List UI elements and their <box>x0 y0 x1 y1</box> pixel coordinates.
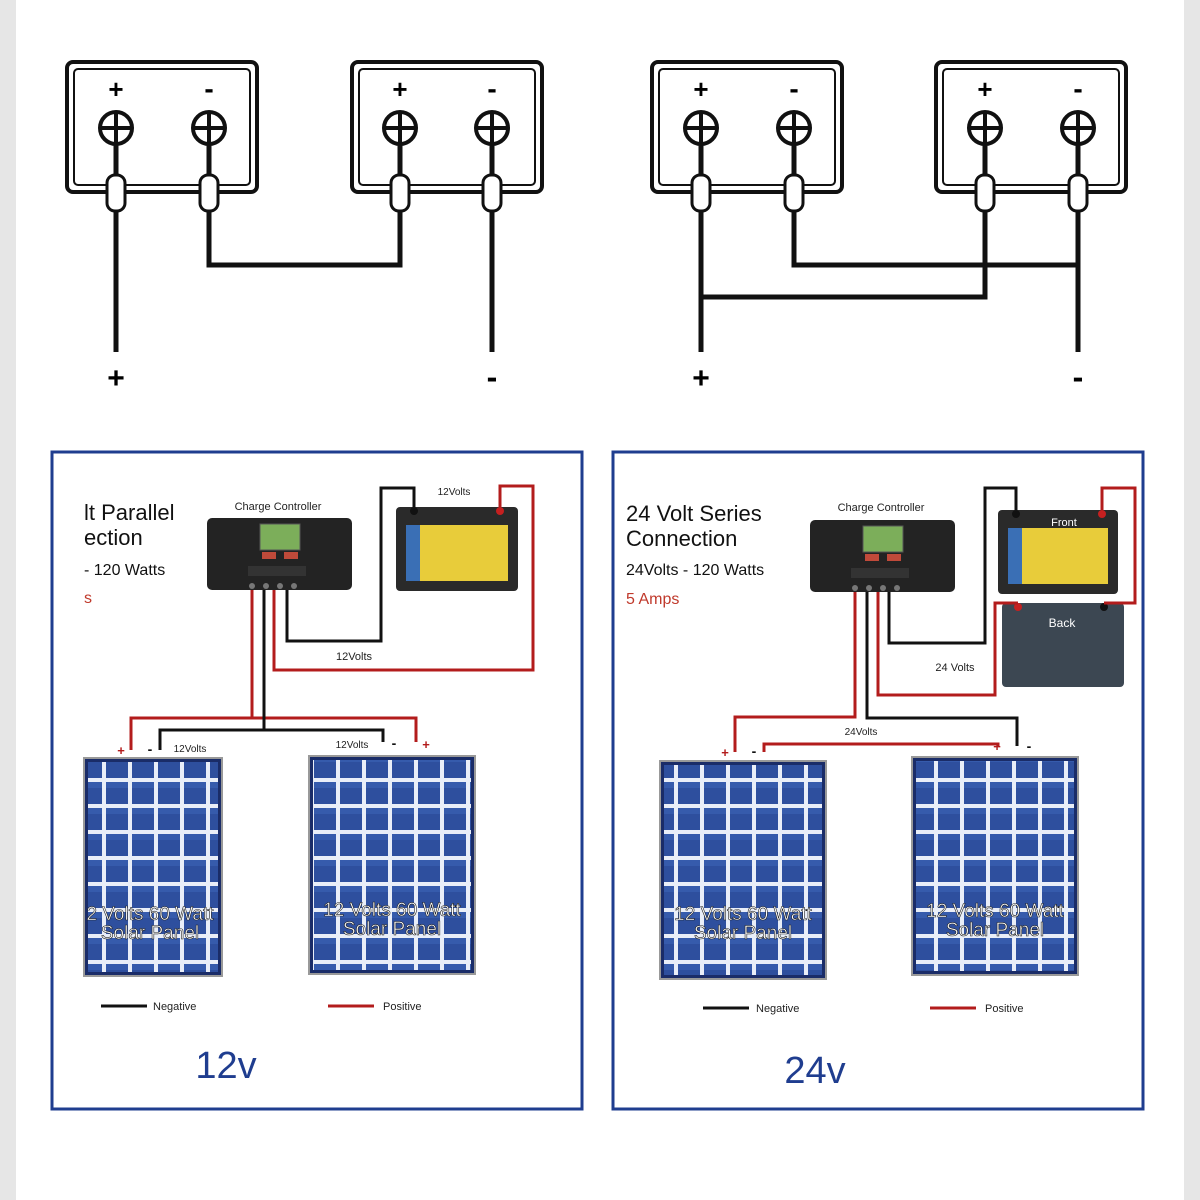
top-left-diagram: + - + - <box>65 60 544 395</box>
right-panel-wire-label: 12Volts <box>336 740 369 751</box>
left-panel-positive-mark: + <box>117 743 125 758</box>
controller-battery-wire-label: 24 Volts <box>935 662 975 674</box>
output-minus-label: - <box>1073 359 1084 395</box>
legend-positive-label: Positive <box>383 1001 422 1013</box>
battery-12v <box>396 507 518 591</box>
right-panel-positive-mark: + <box>993 739 1001 754</box>
battery-terminal-negative <box>1060 110 1096 146</box>
panel-12v-title-line1: lt Parallel <box>84 500 174 525</box>
battery-back-label: Back <box>1049 616 1077 630</box>
panel-24v-footer: 24v <box>784 1050 845 1092</box>
legend-12v: Negative Positive <box>101 1001 422 1013</box>
battery-back: Back <box>1002 603 1124 687</box>
battery-terminal-negative <box>474 110 510 146</box>
top-left-battery-2: + - <box>350 60 544 194</box>
right-panel-negative-mark: - <box>392 735 397 751</box>
top-right-diagram: + - + - <box>650 60 1128 395</box>
battery-terminal-positive <box>98 110 134 146</box>
battery-plus-label: + <box>108 74 123 104</box>
controller-battery-wires <box>876 486 1137 697</box>
battery-terminal-positive <box>382 110 418 146</box>
panel-24v-title-line1: 24 Volt Series <box>626 501 762 526</box>
top-right-wires <box>698 144 1081 352</box>
panel-12v-title-line2: ection <box>84 525 143 550</box>
legend-negative-label: Negative <box>756 1003 799 1015</box>
panel-12v-watts: - 120 Watts <box>84 562 165 579</box>
top-left-battery-1: + - <box>65 60 259 194</box>
left-edge-strip <box>0 0 16 1200</box>
panel-24v-amps: 5 Amps <box>626 591 679 608</box>
controller-panel-wires <box>733 592 1019 752</box>
solar-panel-left: 12 Volts 60 Watt Solar Panel <box>659 760 827 980</box>
battery-front: Front <box>998 510 1118 594</box>
solar-panel-label-line2: Solar Panel <box>946 920 1044 941</box>
output-plus-label: + <box>107 362 125 395</box>
charge-controller <box>810 520 955 592</box>
panel-24v-title-line2: Connection <box>626 526 737 551</box>
controller-battery-wire-label: 12Volts <box>336 651 373 663</box>
panel-12v-footer: 12v <box>195 1045 256 1087</box>
battery-front-label: Front <box>1051 517 1077 529</box>
top-right-battery-2: + - <box>934 60 1128 194</box>
battery-plus-label: + <box>392 74 407 104</box>
battery-terminal-positive <box>683 110 719 146</box>
output-plus-label: + <box>692 362 710 395</box>
legend-24v: Negative Positive <box>703 1003 1024 1015</box>
controller-battery-wires <box>272 484 535 672</box>
solar-panel-label-line1: 12 Volts 60 Watt <box>674 904 812 925</box>
solar-panel-right: 12 Volts 60 Watt Solar Panel <box>308 755 476 975</box>
legend-negative-label: Negative <box>153 1001 196 1013</box>
right-edge-strip <box>1184 0 1200 1200</box>
solar-panel-label-line1: 12 Volts 60 Watt <box>323 900 461 921</box>
solar-panel-left: 2 Volts 60 Watt Solar Panel <box>83 757 223 977</box>
panel-12v-amps: s <box>84 590 92 607</box>
legend-positive-label: Positive <box>985 1003 1024 1015</box>
charge-controller-label: Charge Controller <box>235 501 322 513</box>
panel-wire-label: 24Volts <box>845 727 878 738</box>
solar-panel-label-line2: Solar Panel <box>694 923 792 944</box>
battery-plus-label: + <box>977 74 992 104</box>
battery-voltage-label: 12Volts <box>438 487 471 498</box>
right-panel-positive-mark: + <box>422 737 430 752</box>
left-panel-positive-mark: + <box>721 745 729 760</box>
panel-24v: 24 Volt Series Connection 24Volts - 120 … <box>611 450 1145 1111</box>
panel-24v-watts: 24Volts - 120 Watts <box>626 562 764 579</box>
top-left-wires <box>113 144 495 352</box>
right-panel-negative-mark: - <box>1027 738 1032 754</box>
controller-panel-wires <box>129 590 418 750</box>
charge-controller <box>207 518 352 590</box>
solar-panel-right: 12 Volts 60 Watt Solar Panel <box>911 756 1079 976</box>
solar-panel-label-line1: 12 Volts 60 Watt <box>926 901 1064 922</box>
left-panel-negative-mark: - <box>752 743 757 759</box>
charge-controller-label: Charge Controller <box>838 502 925 514</box>
panel-12v: lt Parallel ection - 120 Watts s Charge … <box>50 450 584 1111</box>
battery-minus-label: - <box>487 73 496 104</box>
left-panel-negative-mark: - <box>148 741 153 757</box>
battery-terminal-negative <box>191 110 227 146</box>
solar-panel-label-line2: Solar Panel <box>101 923 199 944</box>
battery-plus-label: + <box>693 74 708 104</box>
left-panel-wire-label: 12Volts <box>174 744 207 755</box>
battery-minus-label: - <box>1073 73 1082 104</box>
battery-minus-label: - <box>204 73 213 104</box>
output-minus-label: - <box>487 359 498 395</box>
solar-panel-label-line2: Solar Panel <box>343 919 441 940</box>
solar-panel-label-line1: 2 Volts 60 Watt <box>86 904 214 925</box>
battery-terminal-positive <box>967 110 1003 146</box>
battery-minus-label: - <box>789 73 798 104</box>
top-right-battery-1: + - <box>650 60 844 194</box>
battery-terminal-negative <box>776 110 812 146</box>
